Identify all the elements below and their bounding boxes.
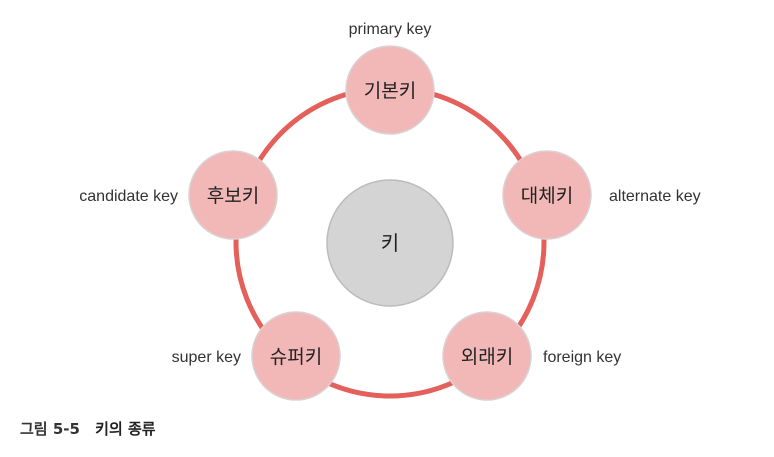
node-foreign-key: 외래키 foreign key: [442, 311, 621, 401]
center-node: 키: [326, 179, 454, 307]
node-label: 기본키: [364, 80, 416, 102]
node-annotation: primary key: [349, 21, 432, 38]
figure-title: 키의 종류: [95, 420, 156, 438]
node-annotation: super key: [172, 349, 241, 366]
node-circle: [345, 45, 435, 135]
node-label: 대체키: [521, 185, 573, 207]
figure-caption: 그림 5-5 키의 종류: [20, 418, 156, 439]
node-circle: [251, 311, 341, 401]
node-circle: [502, 150, 592, 240]
node-label: 외래키: [461, 346, 513, 368]
figure-number: 그림 5-5: [20, 420, 80, 438]
node-circle: [188, 150, 278, 240]
node-label: 후보키: [207, 185, 259, 207]
node-circle: [442, 311, 532, 401]
node-annotation: candidate key: [79, 188, 178, 205]
center-label: 키: [381, 231, 399, 255]
node-alternate-key: 대체키 alternate key: [502, 150, 701, 240]
node-label: 슈퍼키: [270, 346, 322, 368]
node-candidate-key: 후보키 candidate key: [79, 150, 278, 240]
node-annotation: foreign key: [543, 349, 621, 366]
center-circle: [326, 179, 454, 307]
node-primary-key: 기본키 primary key: [345, 21, 435, 135]
node-annotation: alternate key: [609, 188, 701, 205]
node-super-key: 슈퍼키 super key: [172, 311, 341, 401]
